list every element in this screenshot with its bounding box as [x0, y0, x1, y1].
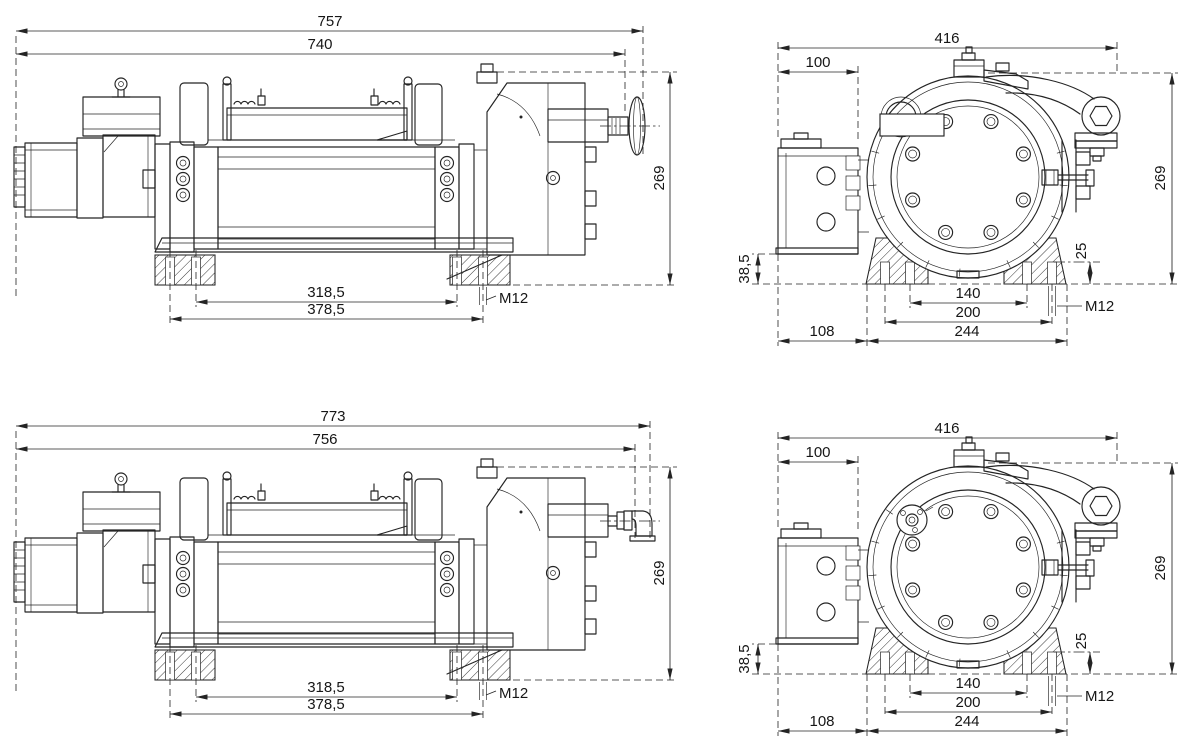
dim-label-thread: M12 [499, 290, 528, 307]
dim-label-thread: M12 [1085, 298, 1114, 315]
dim-label-body: 756 [312, 431, 337, 448]
hub-detail [896, 504, 934, 536]
nameplate [879, 113, 945, 137]
dim-label-inner: 140 [955, 675, 980, 692]
view-top-side: 757 740 269 318,5 378,5 M12 [14, 13, 677, 323]
dim-label-height: 269 [1152, 165, 1169, 190]
dim-label-height: 269 [651, 560, 668, 585]
dim-overall-length [16, 26, 644, 158]
dim-label-thread: M12 [499, 685, 528, 702]
dim-label-base: 38,5 [736, 254, 753, 283]
dim-label-height: 269 [1152, 555, 1169, 580]
dim-label-thread: M12 [1085, 688, 1114, 705]
view-bottom-side: 773 756 269 318,5 378,5 M12 [14, 408, 677, 718]
dim-label-overall: 416 [934, 30, 959, 47]
dim-label-overall: 757 [317, 13, 342, 30]
dim-label-stud-height: 25 [1073, 243, 1090, 260]
dim-label-outer: 244 [954, 323, 979, 340]
view-bottom-front: 416 100 269 38,5 25 140 200 244 108 M12 [736, 420, 1178, 736]
dim-label-bracket: 100 [805, 54, 830, 71]
dim-label-studs-inner: 318,5 [307, 284, 345, 301]
dim-overall-length [16, 421, 651, 542]
dim-label-mid: 200 [955, 694, 980, 711]
dim-label-overall: 773 [320, 408, 345, 425]
dim-label-offset: 108 [809, 713, 834, 730]
dim-label-stud-height: 25 [1073, 633, 1090, 650]
dim-label-studs-inner: 318,5 [307, 679, 345, 696]
dim-label-offset: 108 [809, 323, 834, 340]
view-top-front: 416 100 269 38,5 25 140 200 244 108 M12 [736, 30, 1178, 346]
dim-label-body: 740 [307, 36, 332, 53]
dim-label-outer: 244 [954, 713, 979, 730]
dim-label-mid: 200 [955, 304, 980, 321]
clutch-handle [600, 96, 660, 156]
dim-label-height: 269 [651, 165, 668, 190]
dim-label-overall: 416 [934, 420, 959, 437]
hose-elbow [600, 510, 660, 542]
dim-label-base: 38,5 [736, 644, 753, 673]
dim-label-inner: 140 [955, 285, 980, 302]
dim-label-studs-outer: 378,5 [307, 696, 345, 713]
dim-label-bracket: 100 [805, 444, 830, 461]
dim-label-studs-outer: 378,5 [307, 301, 345, 318]
